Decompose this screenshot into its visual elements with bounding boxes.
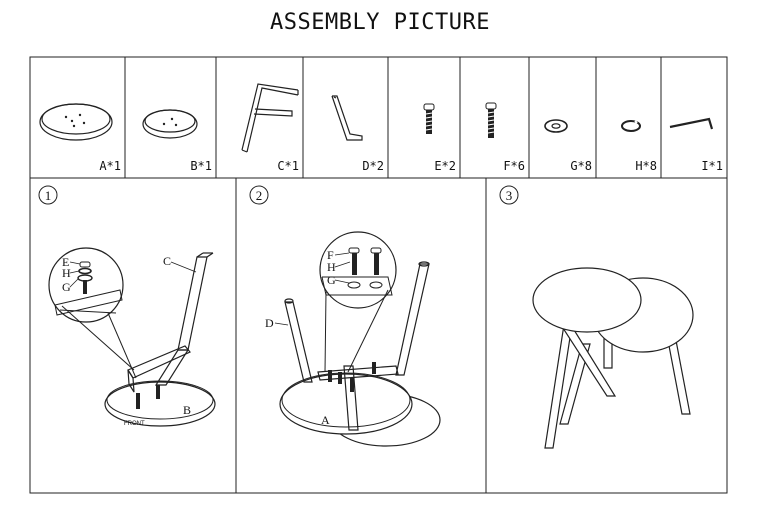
step-2-panel: 2 F H G	[249, 185, 441, 447]
large-round-tabletop-icon	[39, 103, 113, 141]
step-number: 1	[45, 188, 52, 203]
callout-H: H	[62, 266, 71, 280]
step-3-panel: 3	[499, 185, 694, 449]
spring-washer-icon	[621, 120, 641, 132]
step-1-panel: 1 E H G C B	[38, 185, 216, 427]
long-bolt-icon	[485, 102, 497, 138]
callout-H: H	[327, 260, 336, 274]
small-round-tabletop-icon	[142, 109, 198, 139]
part-label-6: G*8	[570, 159, 592, 173]
part-label-5: F*6	[503, 159, 525, 173]
step-number: 3	[506, 188, 513, 203]
callout-G: G	[62, 280, 71, 294]
part-label-2: C*1	[277, 159, 299, 173]
part-label-4: E*2	[434, 159, 456, 173]
callout-C: C	[163, 254, 171, 268]
step-number: 2	[256, 188, 263, 203]
front-label: FRONT	[124, 421, 145, 427]
single-leg-icon	[331, 95, 363, 141]
callout-E: E	[62, 255, 69, 269]
assembled-nesting-tables	[532, 267, 694, 449]
callout-B: B	[183, 403, 191, 417]
part-label-8: I*1	[701, 159, 723, 173]
part-label-1: B*1	[190, 159, 212, 173]
flat-washer-icon	[544, 119, 568, 133]
part-label-7: H*8	[635, 159, 657, 173]
part-label-0: A*1	[99, 159, 121, 173]
short-bolt-icon	[423, 103, 435, 134]
diagram-frame	[29, 56, 728, 494]
page-title: ASSEMBLY PICTURE	[270, 10, 490, 35]
callout-F: F	[327, 248, 334, 262]
callout-D: D	[265, 316, 274, 330]
allen-key-icon	[669, 117, 714, 130]
callout-A: A	[321, 413, 330, 427]
double-leg-frame-icon	[241, 83, 299, 153]
part-label-3: D*2	[362, 159, 384, 173]
callout-G: G	[327, 273, 336, 287]
